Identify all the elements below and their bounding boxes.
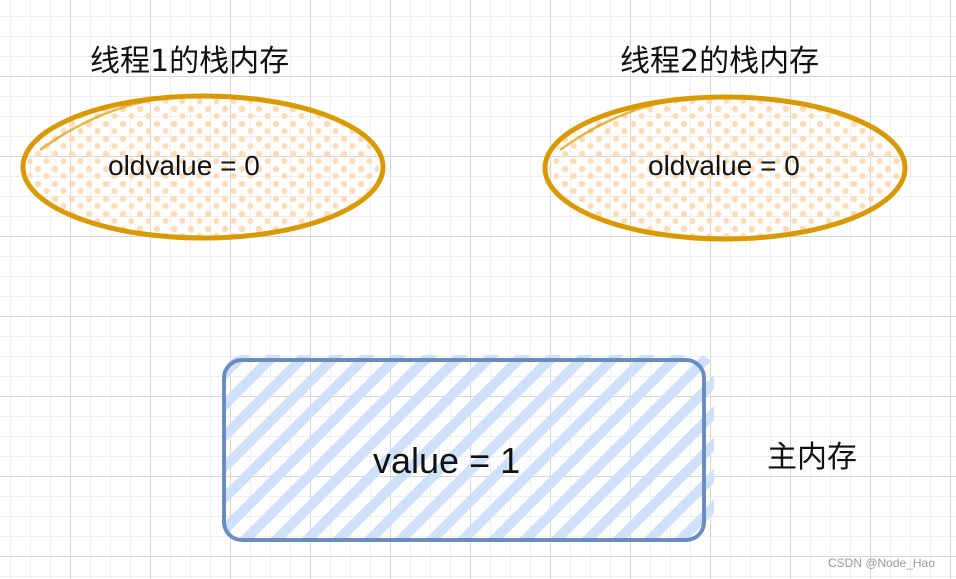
thread1-stack-title: 线程1的栈内存 bbox=[90, 44, 290, 79]
main-memory-value-text: value = 1 bbox=[373, 440, 521, 481]
main-memory-rect bbox=[222, 355, 714, 542]
thread2-stack-ellipse bbox=[542, 94, 908, 242]
thread2-oldvalue-text: oldvalue = 0 bbox=[648, 150, 800, 181]
thread1-stack-ellipse bbox=[20, 93, 386, 241]
thread1-oldvalue-text: oldvalue = 0 bbox=[108, 150, 260, 181]
main-memory-label: 主内存 bbox=[767, 440, 857, 475]
thread2-stack-title: 线程2的栈内存 bbox=[620, 44, 820, 79]
watermark: CSDN @Node_Hao bbox=[828, 556, 935, 570]
